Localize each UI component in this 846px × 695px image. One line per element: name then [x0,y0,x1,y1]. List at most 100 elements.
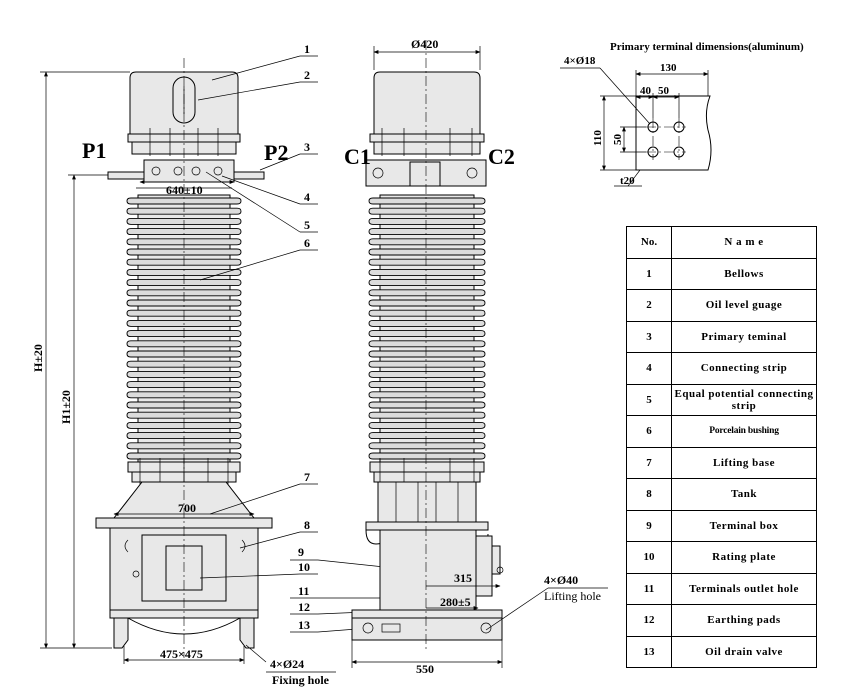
porcelain-shed [368,299,486,307]
label-c1: C1 [344,144,371,169]
callout-9: 9 [298,545,304,559]
row-name: Oil drain valve [671,635,817,668]
dim-280: 280±5 [440,595,471,609]
row-no: 10 [626,541,672,574]
porcelain-shed [368,330,486,338]
header-no: No. [626,226,672,259]
porcelain-shed [368,207,486,215]
porcelain-shed [368,360,486,368]
row-name: Terminals outlet hole [671,572,817,605]
porcelain-shed [368,197,486,205]
porcelain-shed [368,248,486,256]
row-name: Porcelain bushing [671,415,817,448]
callout-4: 4 [304,190,310,204]
porcelain-shed [368,217,486,225]
terminal-dim-50h: 50 [658,85,670,97]
porcelain-shed [368,350,486,358]
front-view [40,58,336,673]
row-name: Earthing pads [671,604,817,637]
terminal-detail [560,67,712,187]
row-no: 6 [626,415,672,448]
dim-h: H±20 [31,344,45,372]
primary-terminal-p2 [233,171,265,180]
terminal-dim-40: 40 [640,85,652,97]
porcelain-shed [126,411,242,419]
row-no: 12 [626,604,672,637]
porcelain-shed [368,381,486,389]
row-name: Lifting base [671,446,817,479]
row-name: Tank [671,478,817,511]
porcelain-shed [368,289,486,297]
row-name: Oil level guage [671,289,817,322]
porcelain-shed [126,197,242,205]
label-p2: P2 [264,140,288,165]
porcelain-shed [126,391,242,399]
tank-side [379,529,477,611]
dim-strip: 640±10 [166,183,203,197]
row-no: 5 [626,383,672,416]
porcelain-shed [368,238,486,246]
lift-spec: 4×Ø40 [544,573,578,587]
porcelain-shed [126,228,242,236]
row-no: 4 [626,352,672,385]
row-name: Terminal box [671,509,817,542]
terminal-dim-130: 130 [660,62,677,74]
parts-table-header: No. N a m e [626,226,817,259]
row-no: 7 [626,446,672,479]
row-no: 1 [626,257,672,290]
terminal-holes: 4×Ø18 [564,55,596,67]
porcelain-shed [368,228,486,236]
porcelain-shed [368,268,486,276]
terminal-title: Primary terminal dimensions(aluminum) [610,41,804,53]
callout-numbers: 1 2 3 4 5 6 7 8 9 10 11 12 13 [298,42,310,632]
terminal-dim-110: 110 [592,130,604,146]
terminal-thickness: t20 [620,175,635,187]
row-no: 13 [626,635,672,668]
porcelain-shed [368,432,486,440]
callout-13: 13 [298,618,310,632]
dim-h1: H1±20 [59,390,73,424]
porcelain-shed [126,370,242,378]
callout-3: 3 [304,140,310,154]
porcelain-shed [368,340,486,348]
porcelain-shed [368,319,486,327]
header-name: N a m e [671,226,817,259]
porcelain-shed [368,279,486,287]
lift-label: Lifting hole [544,589,601,603]
drawing-labels: P1 P2 640±10 700 475×475 4×Ø24 Fixing ho… [31,37,804,687]
callout-7: 7 [304,470,310,484]
porcelain-shed [368,258,486,266]
callout-1: 1 [304,42,310,56]
fix-label: Fixing hole [272,673,330,687]
label-p1: P1 [82,138,106,163]
porcelain-shed [368,309,486,317]
connecting-strip [143,159,235,183]
callout-10: 10 [298,560,310,574]
callout-8: 8 [304,518,310,532]
dim-lift-base: 700 [178,501,196,515]
porcelain-shed [368,442,486,450]
porcelain-shed [368,452,486,460]
primary-terminal-p1 [107,171,145,180]
porcelain-shed [368,370,486,378]
row-name: Equal potential connecting strip [671,383,817,416]
callout-11: 11 [298,584,309,598]
porcelain-shed [368,391,486,399]
dim-top: Ø420 [411,37,438,51]
porcelain-shed [368,401,486,409]
porcelain-shed [368,421,486,429]
dim-315: 315 [454,571,472,585]
